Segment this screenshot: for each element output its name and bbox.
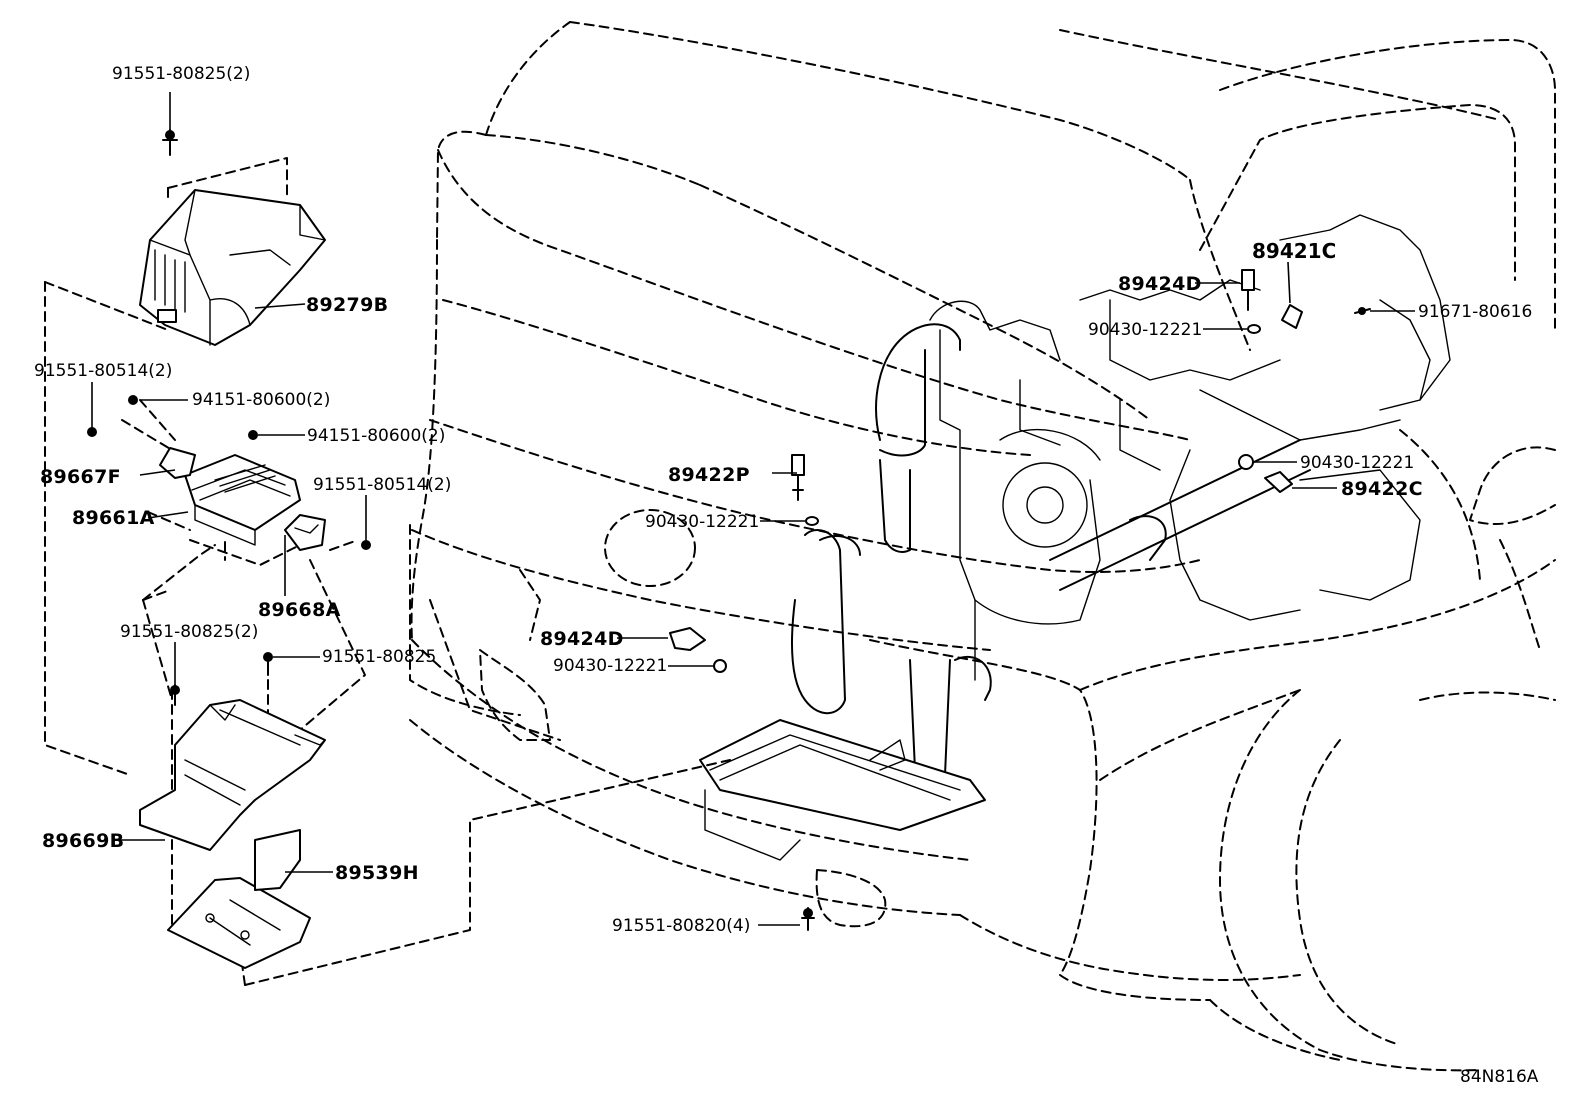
callout-89539H: 89539H — [335, 862, 419, 884]
callout-91551-80825-2-top: 91551-80825(2) — [112, 64, 250, 84]
engine-block — [699, 214, 1451, 861]
callout-90430-12221-a: 90430-12221 — [645, 512, 759, 532]
vehicle-body-outline — [409, 21, 1556, 1072]
sensor-parts — [669, 269, 1371, 931]
callout-91551-80825: 91551-80825 — [322, 647, 436, 667]
callout-91671-80616: 91671-80616 — [1418, 302, 1532, 322]
callout-89668A: 89668A — [258, 599, 341, 621]
callout-91551-80825-2-mid: 91551-80825(2) — [120, 622, 258, 642]
callout-89424D-top: 89424D — [1118, 273, 1202, 295]
callout-91551-80820-4: 91551-80820(4) — [612, 916, 750, 936]
callout-94151-80600-2-b: 94151-80600(2) — [307, 426, 445, 446]
callout-89422P: 89422P — [668, 464, 750, 486]
callout-90430-12221-b: 90430-12221 — [553, 656, 667, 676]
callout-91551-80514-2-right: 91551-80514(2) — [313, 475, 451, 495]
callout-90430-12221-c: 90430-12221 — [1088, 320, 1202, 340]
callout-89424D-low: 89424D — [540, 628, 624, 650]
callout-89421C: 89421C — [1252, 239, 1336, 263]
callout-89422C: 89422C — [1341, 478, 1423, 500]
ecu-assembly — [44, 129, 731, 986]
callout-89669B: 89669B — [42, 830, 124, 852]
callout-89661A: 89661A — [72, 507, 155, 529]
leader-lines — [91, 92, 1415, 926]
callout-89279B: 89279B — [306, 294, 388, 316]
callout-94151-80600-2-a: 94151-80600(2) — [192, 390, 330, 410]
callout-90430-12221-d: 90430-12221 — [1300, 453, 1414, 473]
callout-89667F: 89667F — [40, 466, 121, 488]
callout-91551-80514-2-left: 91551-80514(2) — [34, 361, 172, 381]
callout-labels: 91551-80825(2) 89279B 91551-80514(2) 941… — [34, 64, 1539, 1087]
diagram-id: 84N816A — [1460, 1067, 1539, 1087]
